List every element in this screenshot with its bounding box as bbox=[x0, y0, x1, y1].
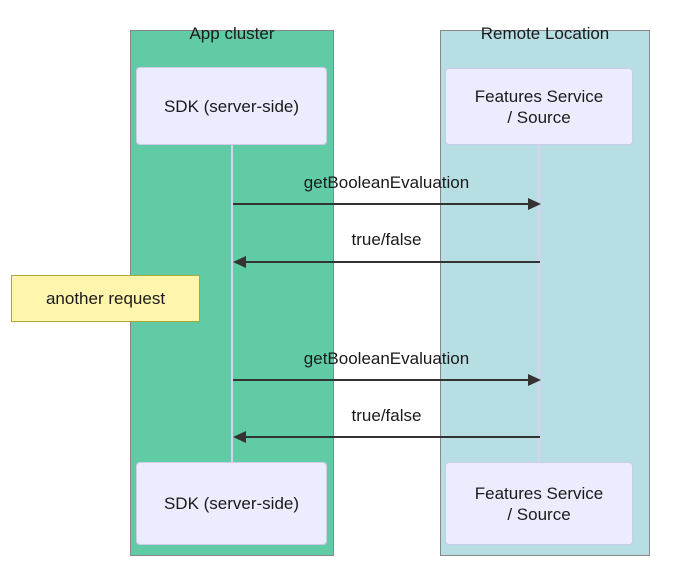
actor-features-bottom: Features Service / Source bbox=[445, 462, 633, 545]
remote-location-label: Remote Location bbox=[480, 24, 610, 43]
arrowhead-right-icon bbox=[528, 374, 541, 386]
actor-label: SDK (server-side) bbox=[163, 96, 300, 116]
actor-label-line1: Features Service bbox=[474, 483, 604, 503]
arrowhead-left-icon bbox=[233, 431, 246, 443]
actor-label: SDK (server-side) bbox=[163, 494, 300, 513]
message-label-3: getBooleanEvaluation bbox=[303, 349, 470, 368]
note-another-request: another request bbox=[11, 275, 200, 322]
message-arrow-4 bbox=[245, 436, 540, 438]
arrowhead-right-icon bbox=[528, 198, 541, 210]
actor-sdk-bottom: SDK (server-side) bbox=[136, 462, 327, 545]
message-arrow-1 bbox=[233, 203, 529, 205]
message-arrow-2 bbox=[245, 261, 540, 263]
actor-sdk-top: SDK (server-side) bbox=[136, 67, 327, 145]
actor-features-top: Features Service / Source bbox=[445, 68, 633, 145]
features-service-lifeline bbox=[538, 145, 540, 462]
sdk-lifeline bbox=[231, 145, 233, 462]
message-arrow-3 bbox=[233, 379, 529, 381]
app-cluster-label: App cluster bbox=[189, 24, 275, 43]
actor-label-line2: / Source bbox=[507, 504, 571, 524]
note-text: another request bbox=[45, 288, 166, 308]
message-label-4: true/false bbox=[351, 406, 422, 425]
message-label-2: true/false bbox=[351, 230, 422, 249]
actor-label-line2: / Source bbox=[507, 107, 571, 127]
message-label-1: getBooleanEvaluation bbox=[303, 173, 470, 192]
arrowhead-left-icon bbox=[233, 256, 246, 268]
actor-label-line1: Features Service bbox=[474, 86, 604, 106]
